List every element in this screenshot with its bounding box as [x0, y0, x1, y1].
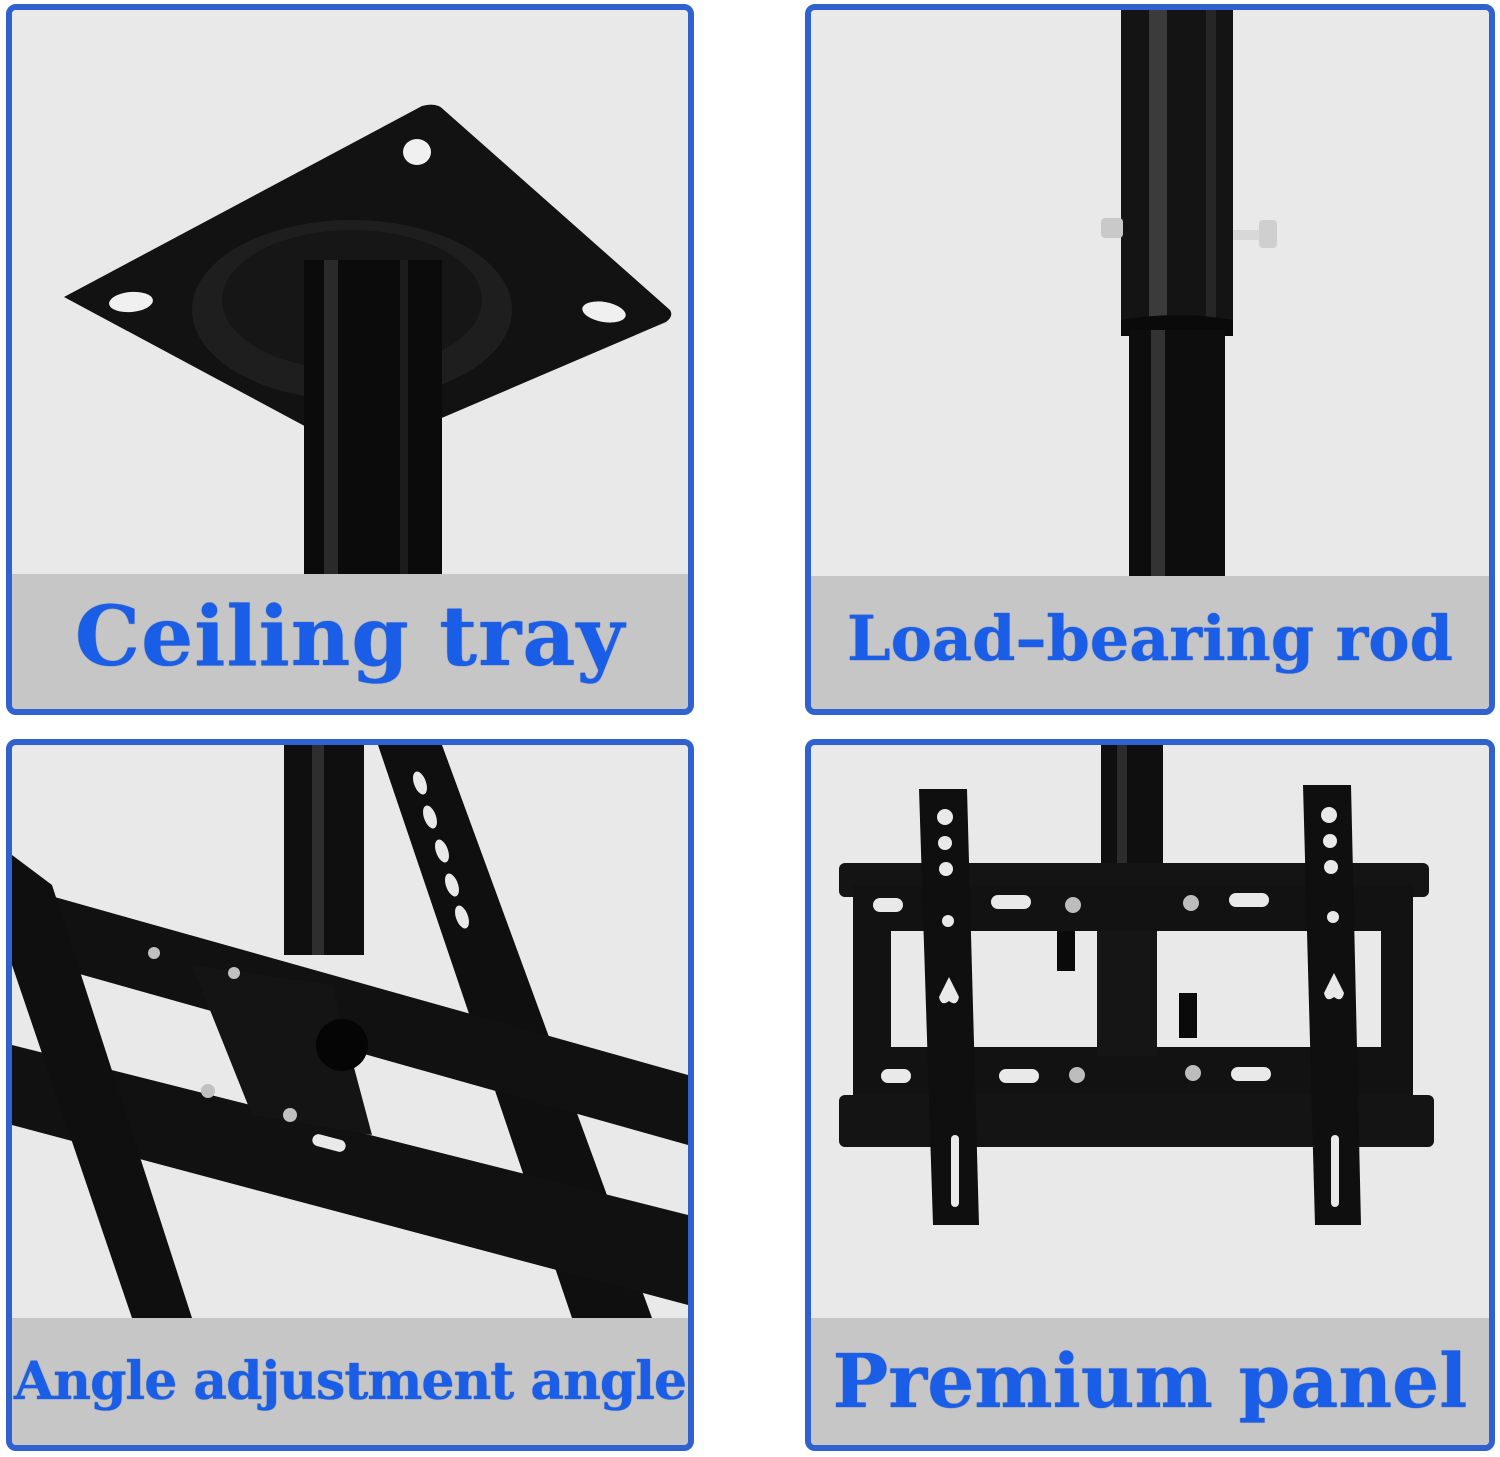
panel-premium-panel: Premium panel — [805, 739, 1495, 1451]
angle-adjustment-photo — [12, 745, 688, 1318]
load-bearing-rod-photo — [811, 10, 1489, 584]
caption-ceiling-tray: Ceiling tray — [12, 574, 688, 709]
caption-angle-adjustment: Angle adjustment angle — [12, 1318, 688, 1445]
ceiling-tray-photo — [12, 10, 688, 584]
caption-load-bearing-rod: Load–bearing rod — [811, 576, 1489, 709]
panel-angle-adjustment: Angle adjustment angle — [6, 739, 694, 1451]
panel-ceiling-tray: Ceiling tray — [6, 4, 694, 715]
caption-premium-panel: Premium panel — [811, 1318, 1489, 1445]
premium-panel-photo — [811, 745, 1489, 1318]
panel-load-bearing-rod: Load–bearing rod — [805, 4, 1495, 715]
